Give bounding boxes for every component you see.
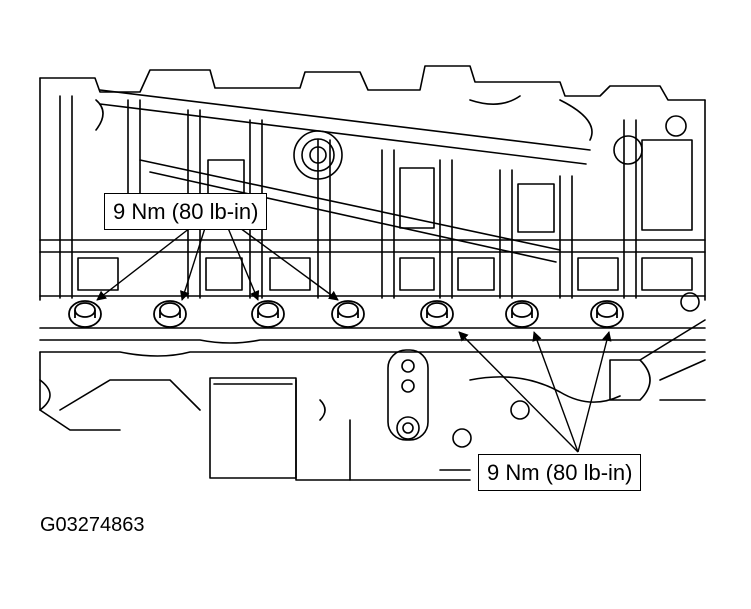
leader-arrow-bottom-3 bbox=[577, 331, 612, 453]
leader-arrow-bottom-1 bbox=[458, 331, 579, 453]
leader-arrow-top-2 bbox=[180, 227, 206, 301]
bolt-5 bbox=[420, 300, 454, 328]
torque-label-bottom: 9 Nm (80 lb-in) bbox=[487, 460, 633, 485]
leader-arrow-top-4 bbox=[239, 227, 339, 301]
flange-bolts bbox=[68, 300, 624, 328]
torque-label-top: 9 Nm (80 lb-in) bbox=[113, 199, 259, 224]
callout-leaders bbox=[96, 227, 612, 453]
leader-arrow-top-1 bbox=[96, 227, 191, 301]
bolt-3 bbox=[251, 300, 285, 328]
figure-id-label: G03274863 bbox=[40, 514, 145, 536]
housing-linework bbox=[39, 65, 706, 481]
leader-arrow-top-3 bbox=[227, 227, 260, 301]
bolt-7 bbox=[590, 300, 624, 328]
bolt-1 bbox=[68, 300, 102, 328]
bolt-4 bbox=[331, 300, 365, 328]
bolt-6 bbox=[505, 300, 539, 328]
torque-callout-top: 9 Nm (80 lb-in) bbox=[104, 193, 268, 230]
torque-callout-bottom: 9 Nm (80 lb-in) bbox=[478, 454, 642, 491]
bolt-2 bbox=[153, 300, 187, 328]
leader-arrow-bottom-2 bbox=[532, 331, 579, 453]
